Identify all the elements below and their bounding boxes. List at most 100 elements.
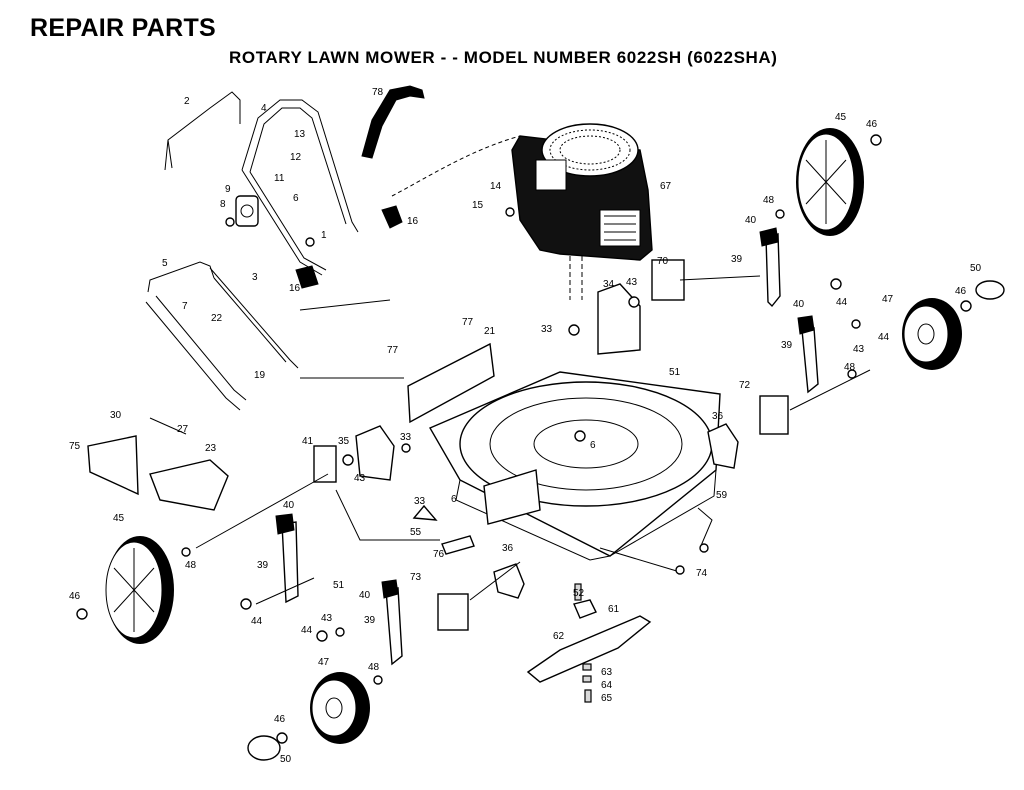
callout-34: 34: [603, 279, 615, 290]
callout-51: 51: [669, 367, 681, 378]
callout-50b: 50: [280, 754, 292, 765]
plug-part: [412, 504, 438, 521]
callout-64: 64: [601, 680, 613, 691]
callout-61: 61: [608, 604, 620, 615]
upper-handle-part: [241, 99, 359, 276]
blade-part: [526, 615, 652, 683]
callout-30: 30: [110, 410, 122, 421]
callout-4: 4: [261, 103, 267, 114]
callout-12: 12: [290, 152, 302, 163]
callout-11: 11: [274, 173, 285, 184]
callout-67: 67: [660, 181, 672, 192]
callout-3: 3: [252, 272, 258, 283]
rope-guide-part: [235, 195, 259, 227]
callout-2: 2: [184, 96, 190, 107]
callout-43b: 43: [626, 277, 638, 288]
callout-70: 70: [657, 256, 669, 267]
callout-39: 39: [731, 254, 743, 265]
callout-45: 45: [835, 112, 847, 123]
callout-40b: 40: [793, 299, 805, 310]
callout-labels: 2 4 78 13 12 11 6 9 8 1 3 16 16 14 15 67…: [69, 87, 982, 765]
callout-40c: 40: [283, 500, 295, 511]
hubcap-part: [247, 280, 1005, 761]
callout-52: 52: [573, 588, 585, 599]
callout-21: 21: [484, 326, 496, 337]
callout-78: 78: [372, 87, 384, 98]
callout-8: 8: [220, 199, 226, 210]
callout-35: 35: [338, 436, 350, 447]
callout-6: 6: [293, 193, 299, 204]
callout-76: 76: [433, 549, 445, 560]
callout-43d: 43: [321, 613, 333, 624]
callout-46: 46: [866, 119, 878, 130]
callout-44c: 44: [251, 616, 263, 627]
control-bar-part: [164, 91, 241, 171]
callout-47: 47: [882, 294, 894, 305]
callout-33: 33: [541, 324, 553, 335]
callout-75: 75: [69, 441, 81, 452]
callout-44b: 44: [878, 332, 890, 343]
starter-rope-part: [361, 85, 425, 159]
rear-baffle-part: [407, 342, 495, 424]
callout-48c: 48: [185, 560, 197, 571]
callout-65: 65: [601, 693, 613, 704]
callout-13: 13: [294, 129, 306, 140]
callout-48: 48: [763, 195, 775, 206]
spring-part: [149, 417, 187, 435]
bail-cable-part: [391, 135, 521, 197]
knob-part: [295, 205, 403, 289]
callout-73: 73: [410, 572, 422, 583]
callout-27: 27: [177, 424, 189, 435]
callout-63: 63: [601, 667, 613, 678]
callout-77b: 77: [387, 345, 399, 356]
height-adjuster-rear-right: [651, 227, 781, 308]
callout-44: 44: [836, 297, 848, 308]
height-adjuster-left-front: [381, 579, 469, 666]
callout-46b: 46: [955, 286, 967, 297]
cable-lines: [195, 275, 871, 605]
deflector-part: [441, 535, 475, 555]
callout-45b: 45: [113, 513, 125, 524]
callout-46d: 46: [274, 714, 286, 725]
mower-deck: [429, 371, 721, 561]
callout-36: 36: [712, 411, 724, 422]
front-wheel-right: [902, 298, 962, 370]
callout-36b: 36: [502, 543, 514, 554]
callout-46c: 46: [69, 591, 81, 602]
callout-5: 5: [162, 258, 168, 269]
discharge-chute-part: [149, 459, 229, 511]
callout-19: 19: [254, 370, 266, 381]
callout-16: 16: [289, 283, 301, 294]
callout-6b: 6: [590, 440, 596, 451]
callout-39b: 39: [781, 340, 793, 351]
hardware-parts: [76, 134, 972, 744]
callout-41: 41: [302, 436, 314, 447]
callout-1: 1: [321, 230, 327, 241]
callout-48d: 48: [368, 662, 380, 673]
callout-33b: 33: [400, 432, 412, 443]
callout-39d: 39: [364, 615, 376, 626]
callout-22: 22: [211, 313, 223, 324]
height-adjuster-front-right: [759, 315, 819, 435]
callout-50: 50: [970, 263, 982, 274]
callout-9: 9: [225, 184, 231, 195]
callout-7: 7: [182, 301, 188, 312]
callout-55: 55: [410, 527, 422, 538]
rear-wheel-right: [796, 128, 864, 236]
callout-14: 14: [490, 181, 502, 192]
callout-59: 59: [716, 490, 728, 501]
callout-43: 43: [853, 344, 865, 355]
rear-wheel-left: [105, 536, 174, 644]
callout-33c: 33: [414, 496, 426, 507]
callout-23: 23: [205, 443, 217, 454]
callout-47b: 47: [318, 657, 330, 668]
callout-62: 62: [553, 631, 565, 642]
callout-48b: 48: [844, 362, 856, 373]
callout-44d: 44: [301, 625, 313, 636]
callout-6c: 6: [451, 494, 457, 505]
blade-adapter-part: [573, 583, 597, 703]
engine-assembly: [511, 123, 653, 300]
callout-51b: 51: [333, 580, 345, 591]
callout-77: 77: [462, 317, 474, 328]
